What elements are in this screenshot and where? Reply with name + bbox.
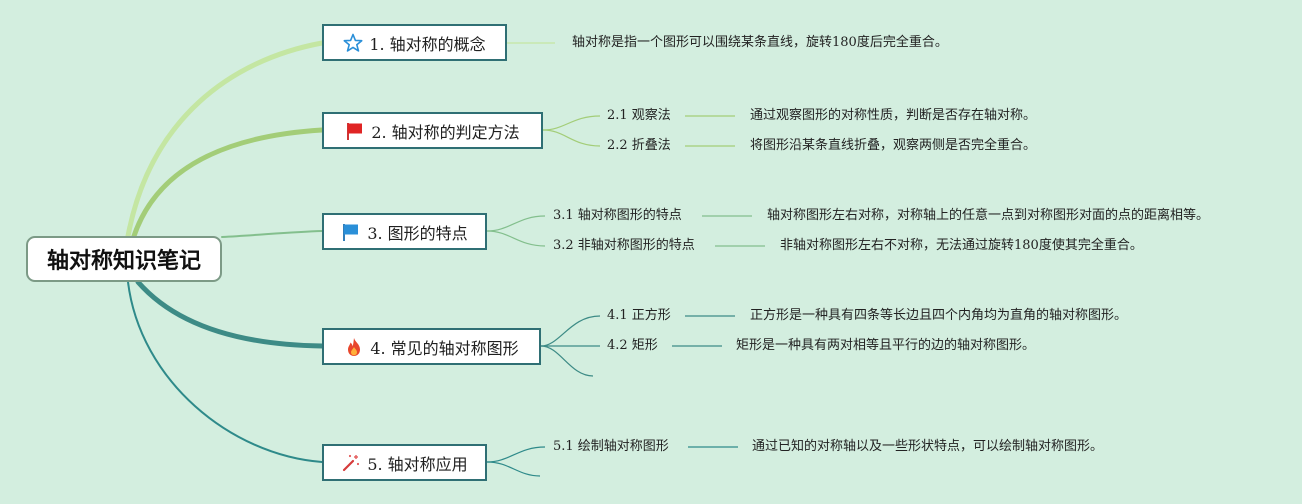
subtopic-3-1-description: 轴对称图形左右对称，对称轴上的任意一点到对称图形对面的点的距离相等。 [767,208,1210,223]
sub-connector-5-1 [486,446,546,463]
root-title: 轴对称知识笔记 [46,249,201,274]
topic-concept[interactable]: 1. 轴对称的概念 [322,24,507,61]
sub-connector-4-3 [540,345,594,377]
subtopic-2-2-description: 将图形沿某条直线折叠，观察两侧是否完全重合。 [750,138,1037,153]
subtopic-3-2[interactable]: 3.2 非轴对称图形的特点 [553,238,695,253]
subtopic-4-2[interactable]: 4.2 矩形 [607,338,658,353]
subtopic-3-1[interactable]: 3.1 轴对称图形的特点 [553,208,682,223]
subtopic-3-2-description: 非轴对称图形左右不对称，无法通过旋转180度使其完全重合。 [780,238,1143,253]
branch-connector-1 [125,40,325,239]
sub-connector-3-2 [486,230,546,247]
branch-connector-5 [127,281,323,463]
topic-label: 4. 常见的轴对称图形 [370,338,519,358]
sub-connector-3-1 [486,215,546,232]
subtopic-2-1-description: 通过观察图形的对称性质，判断是否存在轴对称。 [750,108,1037,123]
sub-connector-2-1 [542,115,601,131]
sub-connector-5-2 [486,461,541,477]
subtopic-5-1[interactable]: 5.1 绘制轴对称图形 [553,439,669,454]
topic-label: 1. 轴对称的概念 [369,34,486,54]
sub-connector-2-2 [542,129,601,147]
fire-icon [348,337,361,356]
topic-judgement-methods[interactable]: 2. 轴对称的判定方法 [322,112,543,149]
subtopic-4-1-description: 正方形是一种具有四条等长边且四个内角均为直角的轴对称图形。 [750,308,1128,323]
branch-connector-4 [135,279,325,349]
branch-connector-3 [221,230,323,238]
blue-flag-icon [343,223,359,241]
magic-wand-icon [343,454,360,471]
topic-1-description: 轴对称是指一个图形可以围绕某条直线，旋转180度后完全重合。 [572,35,948,50]
topic-features[interactable]: 3. 图形的特点 [322,213,487,250]
red-flag-icon [347,122,363,140]
topic-label: 5. 轴对称应用 [367,454,468,474]
subtopic-2-1[interactable]: 2.1 观察法 [607,108,671,123]
subtopic-4-2-description: 矩形是一种具有两对相等且平行的边的轴对称图形。 [736,338,1036,353]
branch-connector-2 [131,127,325,239]
subtopic-4-1[interactable]: 4.1 正方形 [607,308,671,323]
subtopic-2-2[interactable]: 2.2 折叠法 [607,138,671,153]
topic-common-shapes[interactable]: 4. 常见的轴对称图形 [322,328,541,365]
topic-label: 2. 轴对称的判定方法 [371,122,520,142]
star-icon [343,33,363,52]
topic-label: 3. 图形的特点 [367,223,468,243]
sub-connector-4-1 [540,315,601,347]
subtopic-5-1-description: 通过已知的对称轴以及一些形状特点，可以绘制轴对称图形。 [752,439,1104,454]
topic-applications[interactable]: 5. 轴对称应用 [322,444,487,481]
root-topic[interactable]: 轴对称知识笔记 [26,236,222,282]
